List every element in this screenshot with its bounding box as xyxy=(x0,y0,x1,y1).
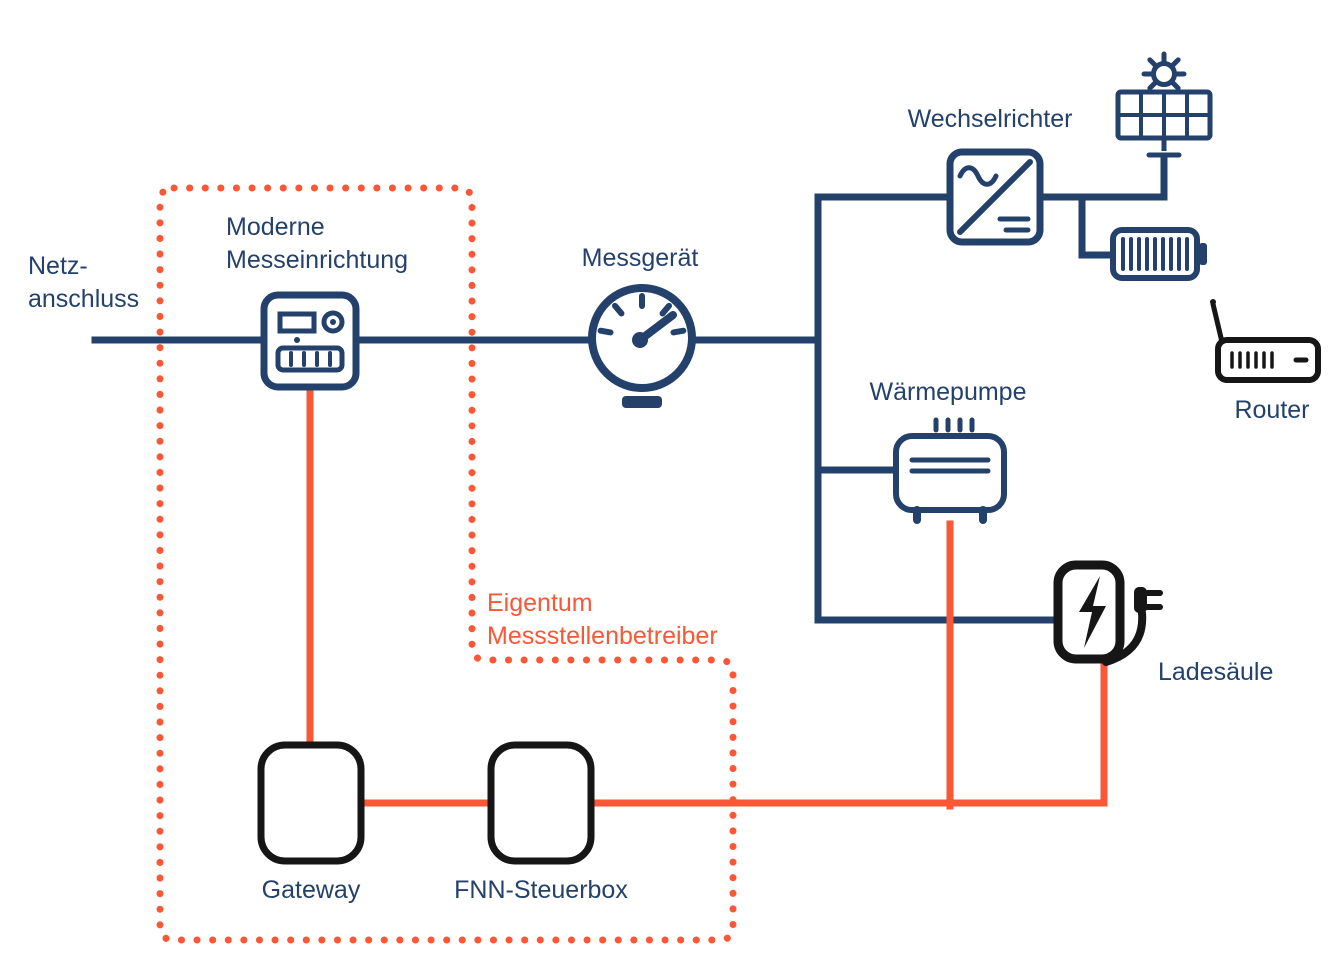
ev-charger-icon xyxy=(1048,560,1163,675)
connector-fnn-to-charger xyxy=(592,658,1108,807)
label-waermepumpe: Wärmepumpe xyxy=(869,378,1027,406)
connector-to-battery xyxy=(1078,193,1120,259)
label-ladesaeule: Ladesäule xyxy=(1158,658,1274,686)
smart-meter-icon xyxy=(257,288,363,394)
label-eigentum-messstellenbetreiber: Eigentum Messstellenbetreiber xyxy=(487,589,718,650)
label-fnn-steuerbox: FNN-Steuerbox xyxy=(454,876,628,904)
gateway-box xyxy=(256,740,366,866)
battery-icon xyxy=(1110,224,1210,284)
label-netzanschluss: Netz- anschluss xyxy=(28,252,140,313)
gauge-icon xyxy=(582,278,702,412)
label-moderne-messeinrichtung: Moderne Messeinrichtung xyxy=(226,213,409,274)
router-icon xyxy=(1204,296,1322,386)
heat-pump-icon xyxy=(890,417,1010,530)
fnn-steuerbox-box xyxy=(486,740,596,866)
control-lines xyxy=(306,388,1108,810)
power-lines xyxy=(91,154,1168,624)
ownership-dotted-border xyxy=(156,184,737,944)
label-router: Router xyxy=(1234,396,1310,424)
inverter-icon xyxy=(944,146,1046,248)
solar-panel-sun-icon xyxy=(1112,50,1220,168)
label-gateway: Gateway xyxy=(261,876,361,904)
label-wechselrichter: Wechselrichter xyxy=(907,105,1073,133)
label-messgeraet: Messgerät xyxy=(581,244,699,272)
